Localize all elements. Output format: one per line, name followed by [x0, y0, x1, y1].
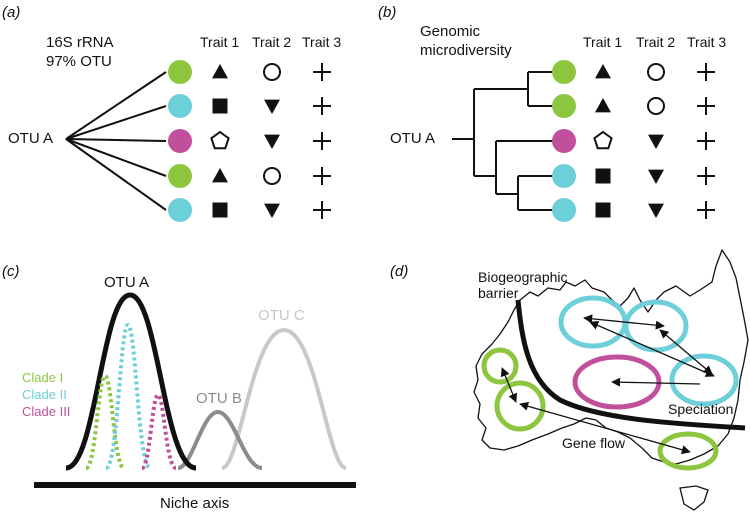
panel-a-fan-line-1	[65, 71, 167, 140]
panel-a-label: (a)	[2, 4, 20, 21]
panel-a-header-trait3: Trait 3	[302, 34, 341, 50]
panel-b-row-3-trait3-plus-icon	[697, 132, 715, 150]
gene-flow-arrows	[500, 314, 715, 455]
panel-b-title-line1: Genomic	[420, 23, 481, 40]
panel-a-row-5-dot	[168, 198, 192, 222]
panel-d: (d) Biogeographic barrier Speciation Gen…	[390, 249, 749, 511]
panel-b-row-1-trait1-triangle-icon	[595, 64, 611, 79]
panel-a-row-1-trait1-triangle-icon	[212, 64, 228, 79]
panel-b-row-5-trait1-square-icon	[595, 202, 611, 218]
otu-a-curve	[65, 292, 197, 471]
panel-a-fan-line-5	[65, 138, 167, 211]
panel-a-row-2-trait1-square-icon	[212, 98, 228, 114]
panel-a-row-5-trait3-plus-icon	[313, 201, 331, 219]
barrier-label-line2: barrier	[478, 285, 519, 301]
clade-2-label: Clade II	[22, 387, 67, 402]
panel-a-title-line2: 97% OTU	[46, 53, 112, 70]
panel-b-row-5-trait3-plus-icon	[697, 201, 715, 219]
otu-b-curve	[177, 409, 263, 470]
green-population-2	[494, 380, 546, 432]
clade-3-label: Clade III	[22, 404, 70, 419]
clade-3-curve	[140, 392, 178, 470]
panel-a-row-1-trait2-circle-icon	[263, 63, 281, 81]
panel-b-row-2-trait3-plus-icon	[697, 97, 715, 115]
panel-a-row-4-trait2-circle-icon	[263, 167, 281, 185]
panel-b-row-4-dot	[552, 164, 576, 188]
panel-b-row-3-trait1-pentagon-icon	[593, 130, 613, 150]
clade-1-label: Clade I	[22, 370, 63, 385]
panel-b-row-2-trait2-circle-icon	[647, 97, 665, 115]
otu-a-label: OTU A	[104, 274, 149, 291]
barrier-label-line1: Biogeographic	[478, 269, 568, 285]
panel-b-tree	[452, 71, 556, 211]
cyan-population-2	[623, 299, 689, 353]
otu-b-label: OTU B	[196, 390, 242, 407]
clade-2-curve	[104, 322, 152, 470]
panel-a-row-4-dot	[168, 164, 192, 188]
panel-b-header-trait3: Trait 3	[687, 34, 726, 50]
panel-a-row-2-dot	[168, 94, 192, 118]
panel-a: (a) 16S rRNA 97% OTU Trait 1 Trait 2 Tra…	[2, 4, 341, 222]
niche-axis-label: Niche axis	[160, 495, 229, 512]
panel-d-label: (d)	[390, 263, 408, 280]
panel-a-header-trait1: Trait 1	[200, 34, 239, 50]
panel-a-fan-line-4	[65, 138, 167, 177]
panel-b-header-trait1: Trait 1	[583, 34, 622, 50]
panel-a-row-4-trait3-plus-icon	[313, 167, 331, 185]
panel-a-row-3-dot	[168, 129, 192, 153]
speciation-label: Speciation	[668, 401, 733, 417]
panel-a-row-5-trait1-square-icon	[212, 202, 228, 218]
cyan-population-1	[558, 295, 628, 349]
panel-a-fan-lines	[65, 71, 167, 211]
panel-a-root-label: OTU A	[8, 130, 53, 147]
gene-flow-label: Gene flow	[562, 435, 626, 451]
panel-b-row-2-dot	[552, 94, 576, 118]
panel-a-row-5-trait2-down-triangle-icon	[264, 203, 280, 218]
panel-b-row-3-dot	[552, 129, 576, 153]
panel-b-row-4-trait3-plus-icon	[697, 167, 715, 185]
panel-a-row-1-trait3-plus-icon	[313, 63, 331, 81]
panel-a-fan-line-3	[65, 138, 167, 142]
panel-a-row-3-trait3-plus-icon	[313, 132, 331, 150]
panel-a-rows	[168, 60, 331, 222]
panel-a-row-1-dot	[168, 60, 192, 84]
otu-c-label: OTU C	[258, 307, 305, 324]
tasmania	[679, 485, 709, 511]
panel-b-row-3-trait2-down-triangle-icon	[648, 134, 664, 149]
panel-a-row-2-trait3-plus-icon	[313, 97, 331, 115]
panel-a-header-trait2: Trait 2	[252, 34, 291, 50]
panel-a-fan-line-2	[65, 105, 167, 140]
panel-b-root-label: OTU A	[390, 130, 435, 147]
panel-b-row-4-trait1-square-icon	[595, 168, 611, 184]
panel-b-label: (b)	[378, 4, 396, 21]
panel-b-row-2-trait1-triangle-icon	[595, 98, 611, 113]
panel-b-row-1-trait2-circle-icon	[647, 63, 665, 81]
panel-a-row-3-trait1-pentagon-icon	[210, 130, 230, 150]
panel-a-row-2-trait2-down-triangle-icon	[264, 99, 280, 114]
panel-b-title-line2: microdiversity	[420, 42, 512, 59]
panel-b-row-1-trait3-plus-icon	[697, 63, 715, 81]
niche-axis	[34, 482, 356, 488]
panel-c-label: (c)	[2, 263, 20, 280]
green-population-1	[481, 347, 519, 385]
panel-b-row-5-dot	[552, 198, 576, 222]
panel-b-header-trait2: Trait 2	[636, 34, 675, 50]
panel-b-rows	[552, 60, 715, 222]
cyan-population-3	[669, 353, 739, 407]
panel-b-row-1-dot	[552, 60, 576, 84]
panel-c: (c) OTU C OTU B OTU A Clade I Clade II C…	[2, 263, 356, 512]
panel-b-row-5-trait2-down-triangle-icon	[648, 203, 664, 218]
panel-a-row-3-trait2-down-triangle-icon	[264, 134, 280, 149]
panel-b-row-4-trait2-down-triangle-icon	[648, 169, 664, 184]
panel-b: (b) Genomic microdiversity Trait 1 Trait…	[378, 4, 726, 222]
panel-a-title-line1: 16S rRNA	[46, 34, 114, 51]
panel-a-row-4-trait1-triangle-icon	[212, 168, 228, 183]
clade-1-curve	[84, 373, 126, 470]
